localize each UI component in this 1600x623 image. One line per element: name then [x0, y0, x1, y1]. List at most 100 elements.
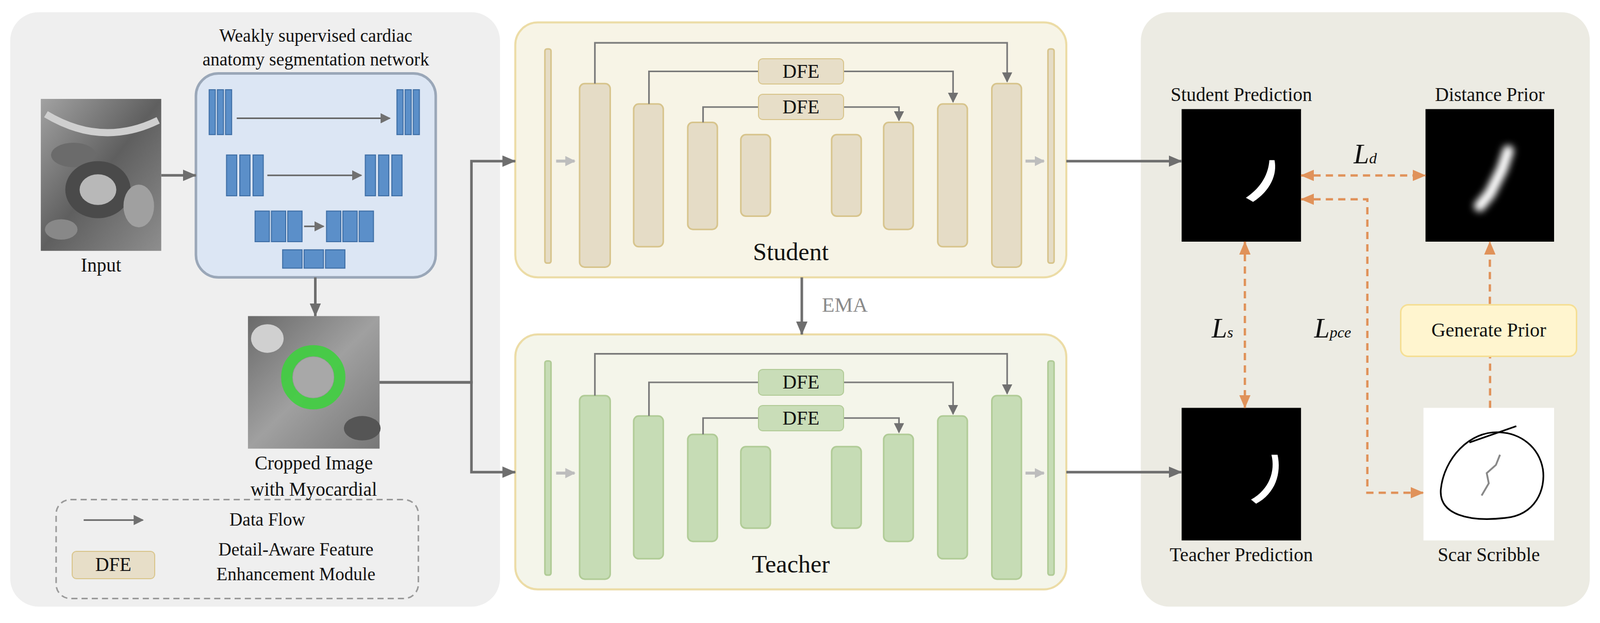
art-shape: [325, 250, 345, 269]
art-shape: [844, 382, 954, 415]
student-skip-lines: [595, 42, 1008, 123]
art-shape: [391, 155, 403, 196]
dfe-box: DFE: [757, 58, 844, 85]
data-flow-arrow: [1066, 471, 1182, 474]
node-label: DFE: [782, 94, 820, 120]
node-label: DFE: [782, 369, 820, 395]
art-shape: [844, 418, 900, 433]
art-shape: [397, 89, 404, 135]
art-shape: [286, 351, 340, 405]
art-shape: [1469, 426, 1517, 443]
art-shape: [1425, 109, 1555, 242]
node-label: DFE: [782, 405, 820, 432]
right-panel: [1140, 12, 1590, 608]
loss-connector: [1489, 357, 1492, 409]
loss-label: Ld: [1353, 140, 1377, 169]
data-flow-arrow: [1066, 159, 1182, 163]
edge-label: EMA: [821, 291, 868, 320]
legend-swatch-label: DFE: [95, 552, 132, 579]
input-mri: [40, 99, 162, 252]
art-shape: [236, 117, 390, 120]
dfe-box: DFE: [757, 369, 844, 396]
student-panel-bg: [515, 22, 1067, 278]
art-shape: [1479, 151, 1508, 207]
art-shape: [255, 211, 270, 242]
art-shape: [342, 211, 358, 242]
art-shape: [304, 250, 324, 269]
node-label: Generate Prior: [1431, 317, 1547, 343]
art-shape: [239, 155, 251, 196]
data-flow-arrow: [161, 174, 196, 177]
node-label: Teacher Prediction: [1169, 541, 1313, 569]
teacher-skip-lines: [595, 354, 1008, 435]
art-shape: [702, 107, 758, 123]
art-shape: [1245, 160, 1276, 203]
art-shape: [405, 89, 412, 135]
dfe-box: DFE: [757, 405, 844, 432]
loss-label: Lpce: [1314, 314, 1352, 343]
teacher-prediction-image: [1181, 407, 1302, 541]
art-shape: [123, 184, 154, 228]
teacher-panel: Teacher DFE DFE: [515, 334, 1067, 590]
loss-label: Ls: [1211, 314, 1234, 343]
node-label: Scar Scribble: [1437, 541, 1540, 569]
art-shape: [343, 416, 381, 441]
node-label: Student: [752, 236, 829, 269]
art-shape: [271, 211, 286, 242]
network-box: Weakly supervised cardiac anatomy segmen…: [195, 73, 436, 278]
student-prediction-image: [1181, 109, 1302, 242]
scribble-image: Scar Scribble: [1423, 408, 1555, 541]
node-label: Input: [80, 252, 122, 279]
cropped-mri: [248, 316, 381, 449]
legend-line-sample: [83, 519, 143, 522]
art-shape: [209, 89, 216, 135]
node-label: Teacher: [751, 548, 830, 581]
left-panel: [10, 12, 501, 608]
art-shape: [595, 42, 1008, 84]
legend-frame: [56, 500, 419, 600]
art-shape: [378, 155, 389, 196]
legend-text: Detail-Aware Feature Enhancement Module: [192, 537, 400, 587]
prediction-image: Teacher Prediction: [1181, 408, 1302, 541]
art-shape: [844, 71, 954, 103]
art-shape: [292, 357, 334, 399]
legend-text: Data Flow: [229, 508, 306, 533]
art-shape: [44, 219, 78, 240]
network-bg: [195, 73, 436, 278]
art-shape: [649, 382, 759, 417]
scar-scribble-image: [1423, 407, 1555, 541]
art-shape: [65, 161, 131, 219]
data-flow-arrow: [314, 277, 317, 317]
distance-prior-image: [1425, 109, 1555, 242]
node-label: DFE: [782, 58, 820, 85]
node-label: Student Prediction: [1170, 82, 1312, 108]
dfe-box: DFE: [757, 93, 844, 121]
node-label: Distance Prior: [1434, 82, 1545, 108]
art-shape: [226, 155, 237, 196]
art-shape: [40, 99, 162, 252]
art-shape: [413, 89, 420, 135]
art-shape: [1181, 109, 1302, 242]
art-shape: [1440, 432, 1544, 520]
prior-image: Distance Prior: [1425, 109, 1555, 242]
art-shape: [304, 225, 324, 228]
cropped-image: Cropped Image with Myocardial: [248, 316, 380, 449]
student-panel: Student DFE DFE: [515, 22, 1067, 278]
art-shape: [79, 174, 117, 205]
art-shape: [1481, 455, 1500, 497]
art-shape: [225, 89, 232, 135]
generate-box: Generate Prior: [1399, 304, 1578, 358]
art-shape: [45, 114, 159, 134]
art-shape: [649, 71, 759, 105]
data-flow-arrow: [379, 382, 516, 473]
data-flow-arrow: [379, 161, 516, 383]
network-skip-arrows: [236, 118, 390, 227]
art-shape: [287, 211, 303, 242]
loss-connector: [1300, 174, 1426, 177]
prediction-image: Student Prediction: [1181, 109, 1302, 242]
art-shape: [365, 155, 376, 196]
teacher-panel-bg: [515, 334, 1067, 590]
art-shape: [217, 89, 224, 135]
art-shape: [326, 211, 341, 242]
